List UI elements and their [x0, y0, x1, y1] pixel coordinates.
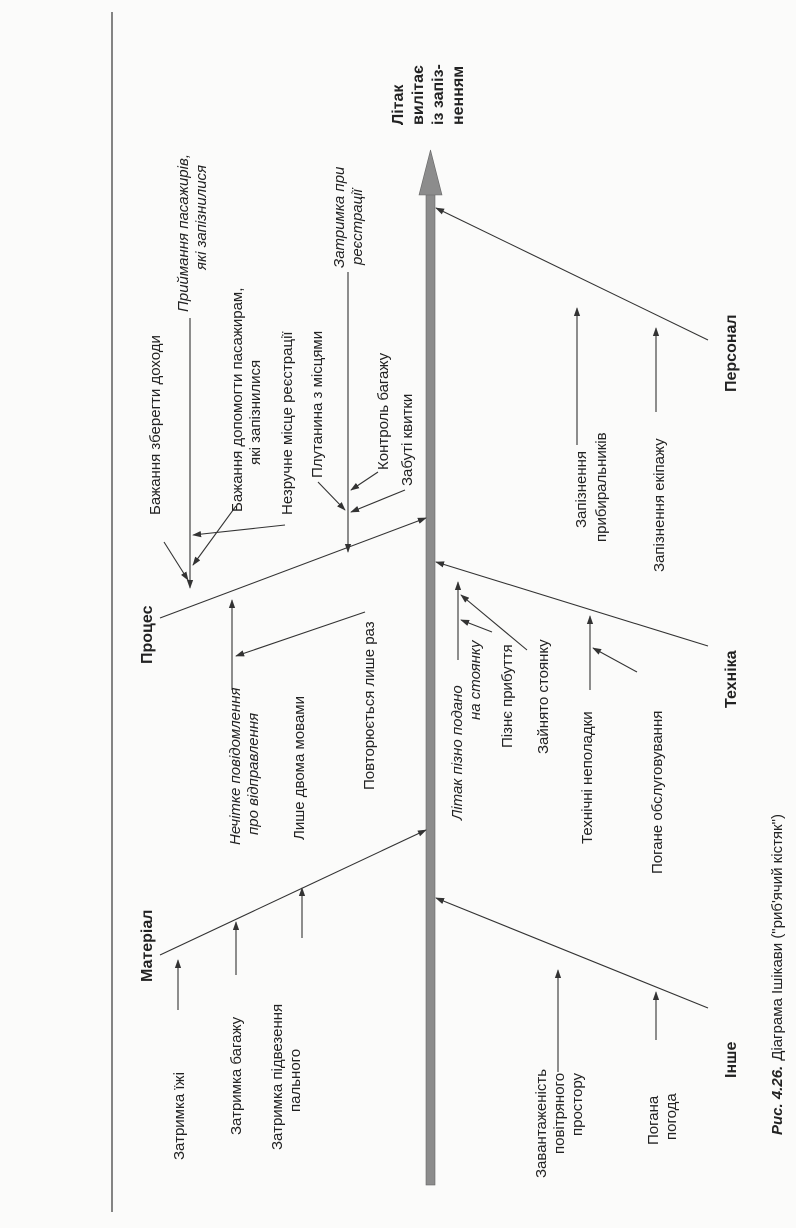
effect-label: ненням: [450, 66, 467, 125]
category-other: Інше: [723, 1042, 740, 1078]
bone-material: [159, 829, 427, 956]
cause-baggage-control: Контроль багажу: [375, 352, 392, 470]
cause-two-languages: Лише двома мовами: [291, 696, 308, 840]
cause-food-delay: Затримка їжі: [171, 1072, 188, 1160]
cause-poor-service: Погане обслуговування: [649, 711, 666, 874]
effect-label: із запіз-: [430, 64, 447, 125]
spine: [425, 189, 436, 1186]
spine-arrowhead: [418, 149, 443, 196]
cause-stand-busy: Зайнято стоянку: [535, 639, 552, 754]
effect-label: вилітає: [410, 65, 427, 125]
arrow-save-income: [163, 541, 189, 581]
cause-bad-weather: Погана: [645, 1095, 662, 1145]
cause-help-passengers: Бажання допомогти пасажирам,: [229, 288, 246, 512]
arrow-stand-busy: [460, 594, 528, 651]
cause-fuel-delay: Затримка підвезення: [269, 1004, 286, 1150]
cause-help-passengers: які запізнилися: [247, 360, 264, 465]
bone-technique: [435, 561, 709, 647]
cause-late-arrival: Пізнє прибуття: [499, 644, 516, 748]
bone-personnel: [435, 207, 709, 341]
cause-bad-weather: погода: [663, 1093, 680, 1140]
cause-repeated-once: Повторюється лише раз: [361, 621, 378, 790]
cause-unclear-message: Нечітке повідомлення: [227, 687, 244, 845]
figure-caption: Рис. 4.26.Діаграма Ішікави ("риб'ячий кі…: [769, 814, 786, 1135]
cause-registration-delay: Затримка при: [331, 166, 348, 268]
cause-crew-late: Запізнення екіпажу: [651, 438, 668, 572]
cause-late-stand: Літак пізно подано: [449, 685, 466, 821]
bone-process: [159, 517, 427, 619]
cause-registration-delay: реєстрації: [349, 187, 366, 266]
category-material: Матеріал: [139, 910, 156, 982]
category-technique: Техніка: [723, 650, 740, 708]
cause-fuel-delay: пального: [287, 1049, 304, 1112]
cause-cleaners-late: прибиральників: [593, 432, 610, 542]
cause-baggage-delay: Затримка багажу: [228, 1016, 245, 1135]
cause-accept-passengers: які запізнилися: [193, 165, 210, 271]
cause-tech-faults: Технічні неполадки: [579, 711, 596, 844]
cause-unclear-message: про відправлення: [245, 713, 262, 835]
cause-cleaners-late: Запізнення: [573, 451, 590, 528]
arrow-poor-service: [592, 647, 638, 673]
cause-accept-passengers: Приймання пасажирів,: [175, 154, 192, 312]
cause-seat-confusion: Плутанина з місцями: [309, 331, 326, 478]
effect-label: Літак: [390, 84, 407, 125]
cause-forgot-tickets: Забуті квитки: [399, 394, 416, 486]
cause-save-income: Бажання зберегти доходи: [147, 335, 164, 515]
bone-other: [435, 897, 709, 1009]
cause-inconvenient-place: Незручне місце реєстрації: [279, 331, 296, 515]
cause-airspace-load: Завантаженість: [533, 1069, 550, 1178]
cause-airspace-load: повітряного: [551, 1073, 568, 1154]
arrow-help-passengers: [192, 505, 237, 566]
category-process: Процес: [139, 605, 156, 664]
arrow-late-arrival: [460, 619, 493, 633]
cause-airspace-load: простору: [569, 1072, 586, 1136]
cause-late-stand: на стоянку: [467, 639, 484, 720]
arrow-seat-confusion: [317, 481, 346, 511]
arrow-forgot-tickets: [350, 489, 406, 513]
arrow-inconvenient-place: [192, 524, 286, 538]
arrow-two-languages: [235, 611, 366, 657]
arrow-baggage-control: [350, 471, 379, 491]
category-personnel: Персонал: [723, 314, 740, 392]
